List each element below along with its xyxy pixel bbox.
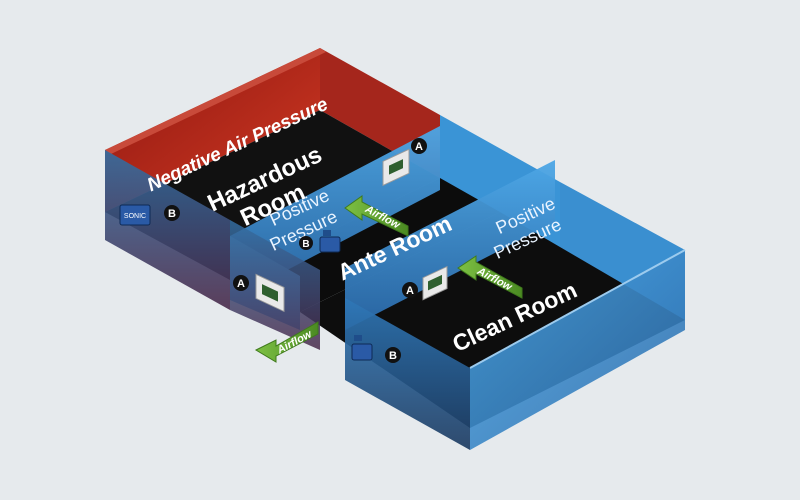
marker-b-1: B <box>164 205 180 221</box>
marker-b-3-text: B <box>389 350 397 362</box>
marker-a-3: A <box>402 282 418 298</box>
monitor-a-ante <box>255 273 285 313</box>
ante-clean-partition <box>345 160 555 330</box>
marker-b-2: B <box>299 236 313 250</box>
clean-right-front-wall <box>470 250 685 450</box>
marker-a-1-text: A <box>415 141 423 153</box>
hazardous-wall-top <box>105 48 326 154</box>
sonic-device-hazardous: SONIC <box>119 204 151 226</box>
monitor-a-hazardous <box>382 148 410 187</box>
sonic-label-1: SONIC <box>124 213 146 220</box>
clean-front-wall <box>345 298 470 450</box>
clean-wall-edge <box>469 249 686 369</box>
sonic-device-clean <box>351 335 373 361</box>
hazardous-left-back-wall <box>105 48 320 212</box>
marker-a-2-text: A <box>237 278 245 290</box>
sonic-device-ante <box>319 230 341 253</box>
marker-a-3-text: A <box>406 285 414 297</box>
marker-b-3: B <box>385 347 401 363</box>
monitor-a-clean <box>422 265 448 301</box>
hazardous-front-wall <box>105 150 230 310</box>
marker-b-1-text: B <box>168 208 176 220</box>
marker-b-2-text: B <box>302 239 309 250</box>
marker-a-1: A <box>411 138 427 154</box>
marker-a-2: A <box>233 275 249 291</box>
